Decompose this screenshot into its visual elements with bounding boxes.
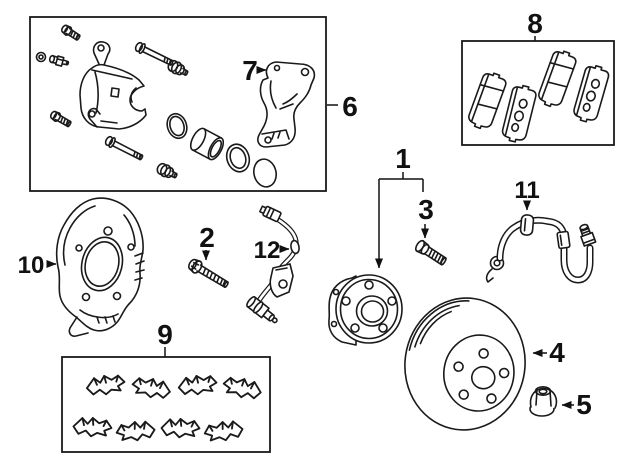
guide-pin-lower [104, 135, 144, 161]
caliper-kit-group: 7 6 [29, 16, 358, 192]
wheel-stud [414, 239, 447, 266]
fitting-kit-box-outline [61, 356, 271, 453]
caliper-piston [189, 127, 225, 161]
pin-boot-lower [156, 162, 178, 179]
pad-clip [221, 374, 264, 402]
callout-4: 4 [549, 337, 565, 368]
brake-pad-2 [499, 82, 539, 145]
brake-pad-1 [465, 69, 509, 133]
abs-sensor-group: 12 [246, 205, 300, 324]
abs-sensor-head [246, 296, 278, 324]
fitting-kit-group: 9 [61, 319, 271, 453]
hose-end-fitting [579, 223, 597, 247]
pad-clip [114, 418, 157, 444]
hub-assembly-group: 1 3 [328, 143, 447, 346]
brake-pad-4 [570, 62, 612, 126]
callout-7: 7 [242, 55, 258, 86]
pad-clip [177, 373, 219, 397]
brake-pad-kit-group: 8 [461, 8, 615, 146]
pad-clip [160, 416, 201, 440]
callout-5: 5 [576, 389, 592, 420]
caliper-kit-box-outline [29, 16, 327, 192]
callout-9: 9 [157, 319, 173, 350]
caliper-body [79, 41, 147, 130]
lug-nut-body [529, 387, 558, 409]
callout-2: 2 [199, 222, 215, 253]
splash-shield-group: 10 [18, 197, 145, 337]
abs-wire-grommet [290, 239, 300, 255]
hub-flange [335, 274, 403, 344]
caliper-bolt [188, 258, 229, 288]
lug-nut-group: 5 [529, 385, 592, 420]
caliper-small-bolt [49, 110, 72, 128]
bleeder-screw [35, 51, 70, 67]
callout-6: 6 [342, 91, 358, 122]
pad-clip [130, 375, 173, 401]
brake-hose-group: 11 [485, 177, 597, 284]
o-ring [253, 158, 277, 188]
piston-boot-ring [225, 143, 251, 173]
hose-mid-fitting [556, 230, 571, 250]
callout-3: 3 [418, 194, 434, 225]
banjo-bolt [60, 24, 81, 41]
abs-sensor-bracket [269, 263, 294, 298]
pad-clip [84, 373, 127, 398]
callout-11: 11 [514, 177, 539, 204]
callout-1-bracket [379, 172, 424, 192]
hose-clamp [519, 214, 535, 236]
callout-8: 8 [527, 8, 543, 39]
abs-sensor-connector [259, 205, 282, 223]
pin-boot-upper [167, 59, 189, 76]
pad-clip [202, 417, 245, 445]
brake-pad-3 [535, 47, 579, 111]
pad-kit-box-outline [461, 40, 615, 146]
callout-1: 1 [395, 143, 411, 174]
piston-seal [166, 112, 188, 140]
hose-hook [485, 268, 494, 283]
brake-rotor-group: 4 [404, 297, 565, 431]
pad-clip [71, 415, 114, 440]
hub-bore [355, 295, 389, 327]
callout-10: 10 [18, 252, 45, 279]
callout-12: 12 [254, 237, 281, 264]
caliper-bracket [257, 61, 316, 148]
caliper-bolt-group: 2 [188, 222, 229, 288]
